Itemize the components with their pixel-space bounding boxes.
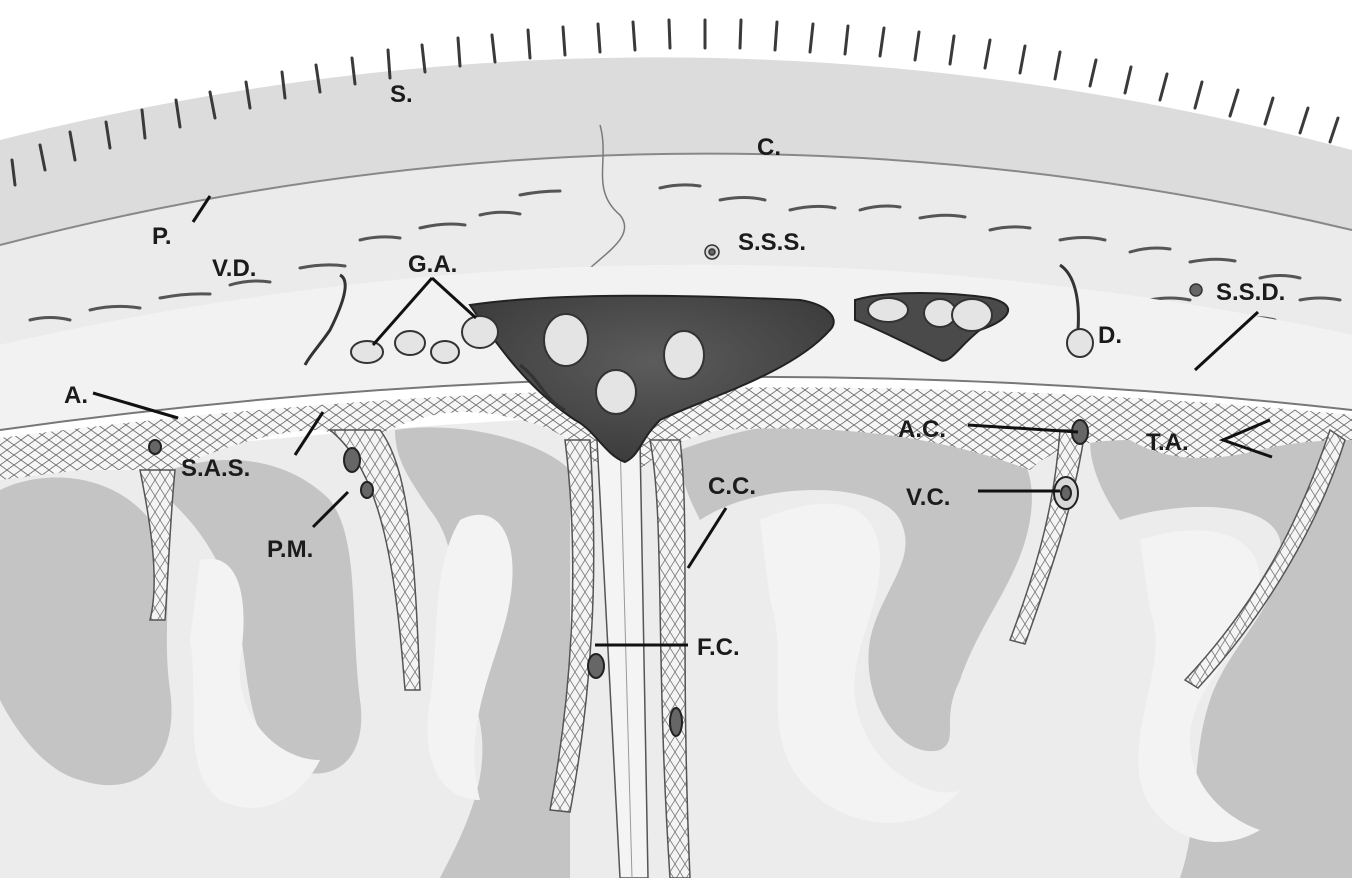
label-dura: D. [1098,322,1122,349]
label-calvaria: C. [757,134,781,161]
label-cortex: C.C. [708,473,756,500]
label-artery: A.C. [898,416,946,443]
label-sagittal-sinus: S.S.S. [738,229,806,256]
label-subdural-space: S.S.D. [1216,279,1285,306]
label-subarachnoid-space: S.A.S. [181,455,250,482]
label-diploic-vein: V.D. [212,255,256,282]
label-vein: V.C. [906,484,950,511]
label-trabeculae: T.A. [1146,429,1189,456]
label-pia-mater: P.M. [267,536,313,563]
label-falx: F.C. [697,634,740,661]
label-periosteum: P. [152,223,172,250]
label-granulations: G.A. [408,251,457,278]
label-scalp: S. [390,81,413,108]
label-arachnoid: A. [64,382,88,409]
